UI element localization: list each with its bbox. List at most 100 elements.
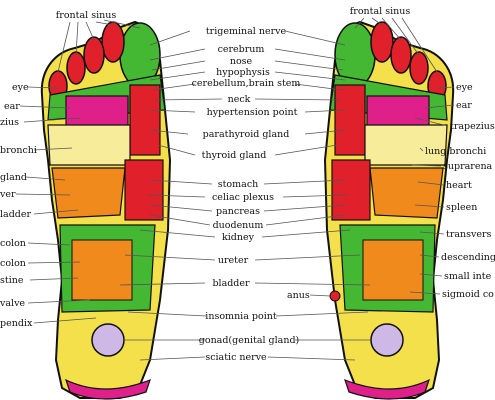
leader-line xyxy=(304,109,346,113)
label-left-ascending-colon: colon xyxy=(0,238,26,249)
right-stomach-zone xyxy=(331,159,371,221)
leader-line xyxy=(274,144,338,156)
leader-line xyxy=(151,83,196,91)
leader-line xyxy=(33,209,79,215)
leader-line xyxy=(417,181,445,186)
left-small-intestine xyxy=(71,239,133,301)
leader-line xyxy=(275,311,369,317)
label-cerebellum-brain-stem: cerebellum,brain stem xyxy=(191,78,301,89)
left-insomnia-point xyxy=(91,323,125,357)
leader-line xyxy=(274,60,344,71)
leader-line xyxy=(57,21,71,73)
right-heart-zone xyxy=(369,167,444,219)
right-spine-zone xyxy=(334,84,366,156)
leader-line xyxy=(15,193,71,196)
label-left-appendix: pendix xyxy=(0,318,33,329)
label-duodenum: duodenum xyxy=(212,220,264,231)
label-right-sigmoid: sigmoid co xyxy=(442,289,494,300)
left-toe-4 xyxy=(66,51,86,85)
label-right-trapezius: trapezius xyxy=(450,121,495,132)
label-right-heart: heart xyxy=(446,180,472,191)
label-celiac-plexus: celiac plexus xyxy=(211,192,275,203)
label-hypophysis: hypophysis xyxy=(216,67,270,78)
leader-line xyxy=(157,144,196,156)
right-sciatic-zone xyxy=(344,378,431,400)
label-left-small-intestine: stine xyxy=(0,275,24,286)
label-right-descending: descending xyxy=(441,252,495,263)
right-anus-point xyxy=(329,290,341,302)
label-neck: neck xyxy=(227,94,251,105)
leader-line xyxy=(411,164,442,167)
leader-line xyxy=(381,17,402,41)
leader-line xyxy=(254,282,371,286)
leader-line xyxy=(119,282,206,286)
leader-line xyxy=(409,291,441,295)
leader-line xyxy=(282,194,348,198)
label-left-trapezius: zius xyxy=(0,117,20,128)
right-frontal-sinus-label: frontal sinus xyxy=(349,6,411,17)
leader-line xyxy=(419,231,445,235)
label-left-eye: eye xyxy=(12,82,29,93)
leader-line xyxy=(75,21,79,56)
label-right-small-intestine: small inte xyxy=(444,271,492,282)
right-toe-3 xyxy=(390,36,412,74)
left-spine-zone xyxy=(129,84,161,156)
leader-line xyxy=(27,261,81,264)
leader-line xyxy=(23,117,81,123)
label-right-eye: eye xyxy=(456,82,473,93)
leader-line xyxy=(103,19,141,29)
leader-line xyxy=(149,48,206,61)
leader-line xyxy=(154,98,223,101)
label-thyroid-gland: thyroid gland xyxy=(201,150,267,161)
leader-line xyxy=(436,86,455,89)
label-right-suprarenal: suprarena xyxy=(443,161,493,172)
left-lung-zone xyxy=(47,124,131,166)
label-hypertension-point: hypertension point xyxy=(206,107,298,118)
leader-line xyxy=(284,30,346,46)
left-liver-zone xyxy=(51,167,126,219)
leader-line xyxy=(149,71,206,81)
label-left-ileocecal-valve: valve xyxy=(0,298,26,309)
label-gonad: gonad(genital gland) xyxy=(198,335,300,346)
left-toe-2 xyxy=(101,21,125,63)
right-lung-zone xyxy=(364,124,448,166)
leader-line xyxy=(254,98,341,101)
leader-line xyxy=(263,179,346,185)
leader-line xyxy=(419,254,440,258)
leader-line xyxy=(151,60,206,71)
leader-line xyxy=(309,294,331,297)
leader-line xyxy=(414,117,449,127)
leader-line xyxy=(33,317,97,324)
label-trigeminal-nerve: trigeminal nerve xyxy=(205,26,287,37)
label-left-ear: ear xyxy=(4,101,20,112)
leader-lines xyxy=(15,17,455,361)
label-right-lung-bronchi: lung,bronchi xyxy=(425,146,487,157)
leader-line xyxy=(95,21,114,26)
leader-line xyxy=(27,86,59,89)
label-left-gall-bladder: ladder xyxy=(0,209,32,220)
label-pancreas: pancreas xyxy=(216,206,260,217)
leader-line xyxy=(139,229,216,238)
leader-line xyxy=(149,214,211,226)
label-parathyroid-gland: parathyroid gland xyxy=(202,129,290,140)
label-kidney: kidney xyxy=(222,232,254,243)
leader-line xyxy=(29,277,79,281)
leader-line xyxy=(149,204,213,212)
leader-line xyxy=(267,356,356,361)
leader-line xyxy=(254,254,361,261)
label-right-transverse: transvers xyxy=(446,229,492,240)
leader-line xyxy=(424,104,455,109)
leader-line xyxy=(274,71,346,81)
left-frontal-sinus-label: frontal sinus xyxy=(55,10,117,21)
label-left-liver: ver xyxy=(0,189,16,200)
label-left-adrenal-gland: gland xyxy=(0,172,27,183)
right-toe-2 xyxy=(370,21,394,63)
leader-line xyxy=(85,21,95,41)
right-toe-4 xyxy=(409,51,429,85)
leader-line xyxy=(304,129,346,135)
leader-line xyxy=(414,204,445,208)
label-bladder: bladder xyxy=(212,278,250,289)
left-toe-3 xyxy=(83,36,105,74)
label-anus: anus xyxy=(287,290,310,301)
